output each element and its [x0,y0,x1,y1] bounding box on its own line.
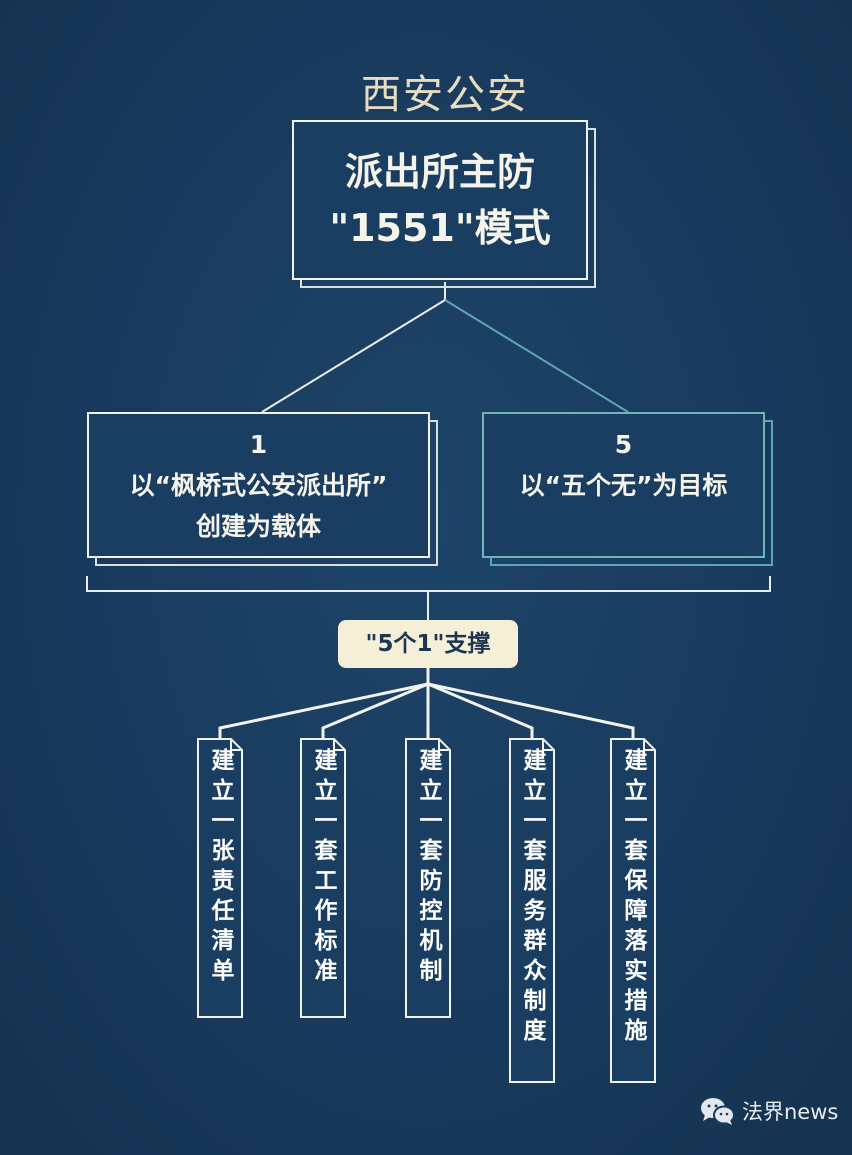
card-responsibility-list: 建立一张责任清单 [197,738,243,1018]
card-prevention-mechanism: 建立一套防控机制 [405,738,451,1018]
folded-card-shape [610,738,656,1083]
main-box: 派出所主防 "1551"模式 [292,120,588,280]
bracket-line [86,576,771,592]
left-box-line1: 以“枫桥式公安派出所” [129,471,388,500]
support-label: "5个1"支撑 [338,620,518,668]
card-text: 建立一张责任清单 [207,748,233,988]
folded-card-shape [509,738,555,1083]
card-public-service-system: 建立一套服务群众制度 [509,738,555,1083]
page-title: 西安公安 [361,72,529,118]
card-text: 建立一套保障落实措施 [620,748,646,1048]
folded-card-shape [405,738,451,1018]
card-work-standard: 建立一套工作标准 [300,738,346,1018]
brand-label: 法界news [742,1100,839,1124]
brand-watermark: 法界news [700,1096,838,1126]
right-box-line1: 以“五个无”为目标 [519,471,728,500]
left-box-line2: 创建为载体 [195,512,321,541]
connector-right [444,299,629,413]
card-text: 建立一套服务群众制度 [519,748,545,1048]
fan-lines [218,668,635,738]
right-box-number: 5 [614,430,633,459]
left-box-number: 1 [249,430,268,459]
folded-card-shape [197,738,243,1018]
connector-left [261,299,446,413]
right-box: 5 以“五个无”为目标 [482,412,765,558]
wechat-icon [701,1098,735,1125]
card-text: 建立一套工作标准 [310,748,336,988]
left-box: 1 以“枫桥式公安派出所” 创建为载体 [87,412,430,558]
main-title-line2: "1551"模式 [329,206,551,250]
card-safeguard-measures: 建立一套保障落实措施 [610,738,656,1083]
main-title-line1: 派出所主防 [344,150,535,194]
card-text: 建立一套防控机制 [415,748,441,988]
folded-card-shape [300,738,346,1018]
